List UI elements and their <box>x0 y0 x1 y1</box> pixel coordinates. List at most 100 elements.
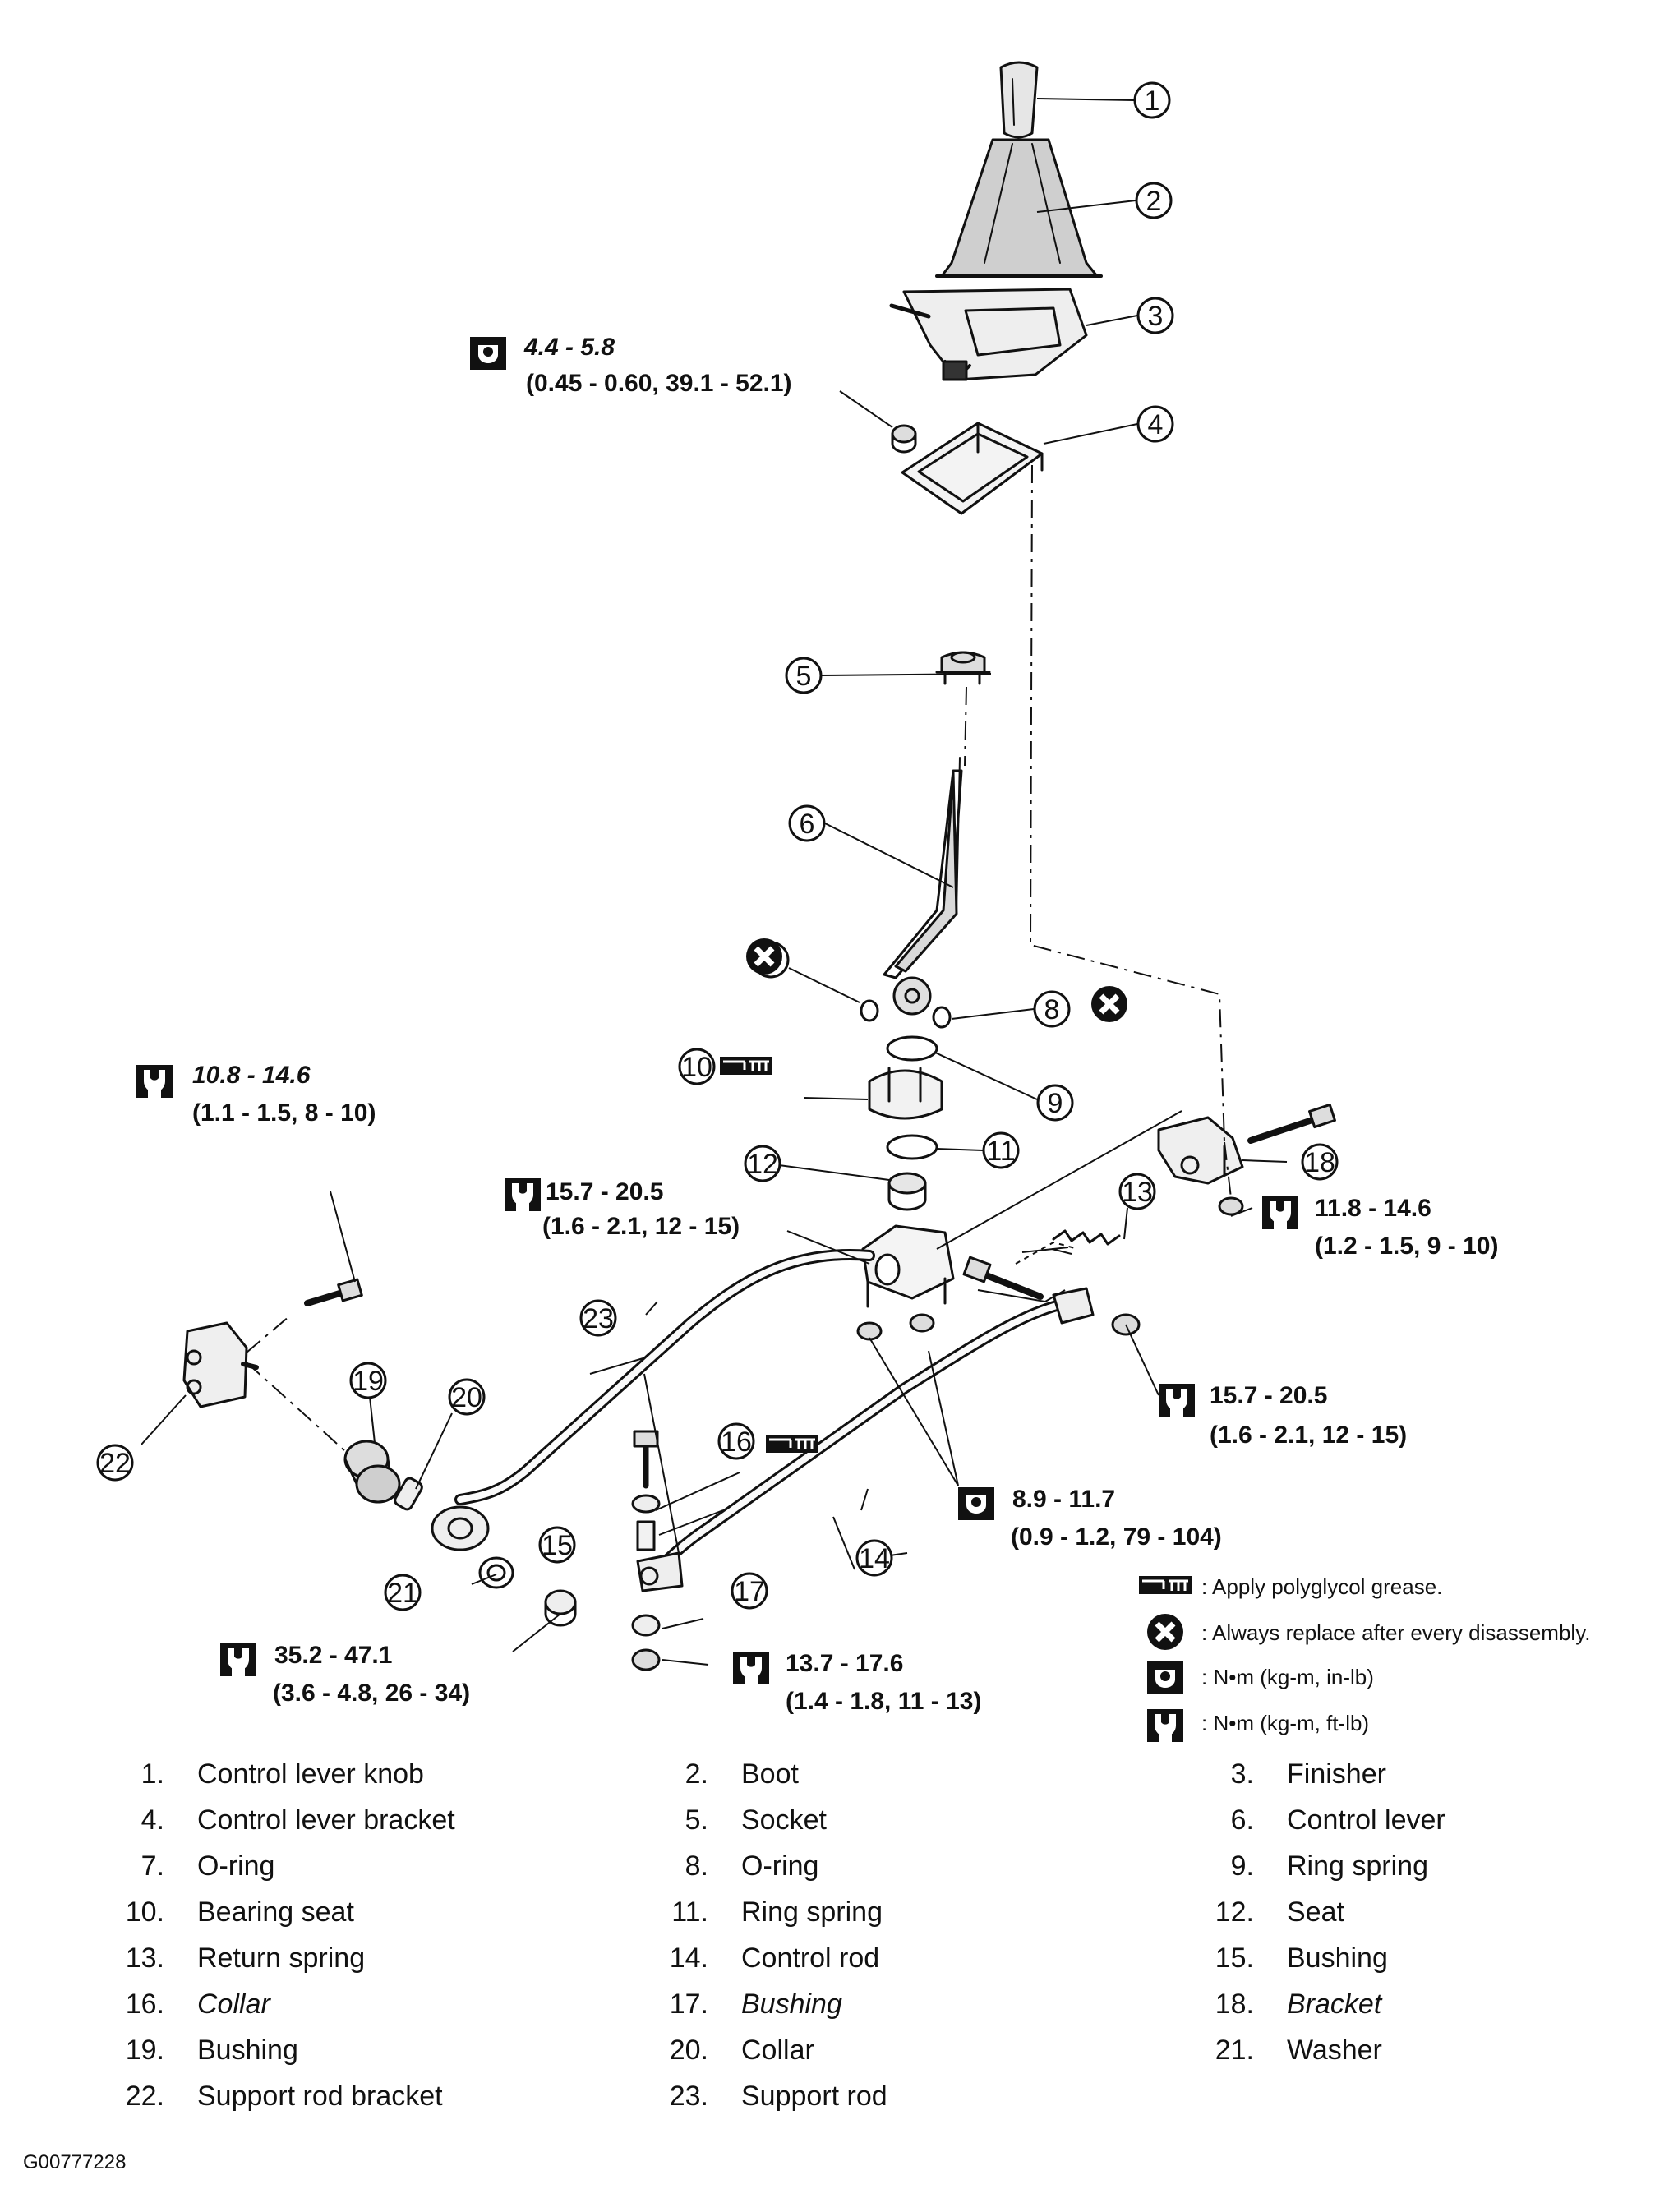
callout-4: 4 <box>1136 405 1174 443</box>
callout-23: 23 <box>579 1299 617 1337</box>
callout-3: 3 <box>1136 297 1174 334</box>
support-rod-nut <box>544 1589 577 1627</box>
callout-number: 14 <box>859 1543 890 1574</box>
callout-number: 10 <box>681 1052 712 1083</box>
bracket-18-bolt <box>1247 1103 1336 1144</box>
callout-number: 16 <box>721 1426 752 1458</box>
callout-18: 18 <box>1301 1143 1339 1181</box>
list-item: 1.Control lever knob <box>141 1758 424 1790</box>
washer <box>478 1556 514 1589</box>
legend-grease-text: : Apply polyglycol grease. <box>1201 1574 1442 1599</box>
callout-15: 15 <box>538 1526 576 1564</box>
callout-12: 12 <box>744 1145 781 1182</box>
callout-circle <box>982 1131 1020 1169</box>
legend-ft-lb-text: : N•m (kg-m, ft-lb) <box>1201 1711 1369 1735</box>
callout-circle <box>1033 990 1071 1028</box>
list-item: 21.Washer <box>1215 2035 1382 2066</box>
symbol-legend: : Apply polyglycol grease. : Always repl… <box>1137 1574 1590 1742</box>
torque-detail: (1.6 - 2.1, 12 - 15) <box>1210 1422 1407 1449</box>
torque-value: 15.7 - 20.5 <box>546 1178 663 1205</box>
support-rod-bracket <box>182 1321 259 1408</box>
callout-circle <box>717 1422 755 1460</box>
callout-circle <box>731 1572 768 1610</box>
list-item: 8.O-ring <box>685 1850 819 1882</box>
callout-number: 5 <box>796 661 812 692</box>
torque-detail: (3.6 - 4.8, 26 - 34) <box>273 1680 470 1707</box>
ring-spring-9 <box>886 1035 938 1062</box>
torque-detail: (0.9 - 1.2, 79 - 104) <box>1011 1523 1222 1551</box>
callout-number: 22 <box>99 1448 131 1479</box>
callout-11: 11 <box>982 1131 1020 1169</box>
callout-circle <box>1136 297 1174 334</box>
list-item: 16.Collar <box>125 1988 270 2020</box>
callout-circle <box>1133 81 1171 119</box>
o-ring-8 <box>932 1006 952 1029</box>
torque-detail: (1.1 - 1.5, 8 - 10) <box>192 1099 376 1127</box>
callout-number: 20 <box>451 1382 482 1413</box>
callout-21: 21 <box>384 1574 422 1611</box>
list-item: 22.Support rod bracket <box>125 2081 443 2112</box>
control-lever <box>883 757 963 1016</box>
list-item: 17.Bushing <box>669 1988 842 2020</box>
return-spring <box>1052 1229 1121 1246</box>
callout-number: 19 <box>353 1366 384 1397</box>
torque-spec-t2: 10.8 - 14.6 (1.1 - 1.5, 8 - 10) <box>136 1062 376 1127</box>
torque-value: 13.7 - 17.6 <box>786 1650 903 1677</box>
callout-17: 17 <box>731 1572 768 1610</box>
list-item: 14.Control rod <box>669 1942 880 1974</box>
torque-detail: (1.2 - 1.5, 9 - 10) <box>1315 1233 1498 1260</box>
callout-circle <box>1118 1173 1156 1210</box>
callout-number: 4 <box>1148 409 1164 440</box>
callout-19: 19 <box>349 1362 387 1399</box>
list-item: 18.Bracket <box>1215 1988 1382 2020</box>
callout-10: 10 <box>678 1048 716 1085</box>
torque-detail: (1.6 - 2.1, 12 - 15) <box>542 1213 740 1240</box>
bracket-nut <box>891 424 917 454</box>
callout-1: 1 <box>1133 81 1171 119</box>
bracket-18-nut <box>1218 1196 1244 1216</box>
callout-20: 20 <box>448 1378 486 1416</box>
callout-circle <box>96 1444 134 1482</box>
callout-5: 5 <box>785 657 823 694</box>
list-item: 2.Boot <box>685 1758 799 1790</box>
list-item: 12.Seat <box>1215 1896 1344 1928</box>
callout-circle <box>785 657 823 694</box>
legend-in-lb-text: : N•m (kg-m, in-lb) <box>1201 1665 1374 1689</box>
callout-circle <box>678 1048 716 1085</box>
callout-circle <box>579 1299 617 1337</box>
callout-number: 3 <box>1148 301 1164 332</box>
replace-x-icon <box>746 938 782 975</box>
callout-22: 22 <box>96 1444 134 1482</box>
callout-number: 21 <box>387 1578 418 1609</box>
list-item: 5.Socket <box>685 1804 827 1836</box>
callout-circle <box>1301 1143 1339 1181</box>
boot <box>935 138 1103 278</box>
callout-circle <box>1136 405 1174 443</box>
socket <box>935 651 991 685</box>
control-lever-knob <box>999 61 1039 139</box>
list-item: 7.O-ring <box>141 1850 275 1882</box>
replace-x-icon <box>1147 1614 1183 1650</box>
control-lever-bracket <box>901 422 1044 515</box>
bearing-seat <box>868 1067 943 1120</box>
bracket-18 <box>1157 1116 1244 1185</box>
list-item: 23.Support rod <box>669 2081 887 2112</box>
list-item: 11.Ring spring <box>671 1896 883 1928</box>
callout-number: 1 <box>1145 85 1160 117</box>
torque-spec-t6: 8.9 - 11.7 (0.9 - 1.2, 79 - 104) <box>958 1486 1222 1551</box>
ring-spring-11 <box>886 1134 938 1160</box>
torque-spec-t7: 35.2 - 47.1 (3.6 - 4.8, 26 - 34) <box>220 1642 470 1707</box>
torque-spec-t4: 11.8 - 14.6 (1.2 - 1.5, 9 - 10) <box>1262 1195 1498 1260</box>
lever-pivot-housing <box>856 1224 955 1341</box>
callout-number: 6 <box>800 809 815 840</box>
support-rod-bracket-bolt <box>304 1278 363 1306</box>
callout-16: 16 <box>717 1422 755 1460</box>
torque-detail: (1.4 - 1.8, 11 - 13) <box>786 1688 981 1715</box>
polyglycol-grease-icon <box>1137 1574 1193 1596</box>
list-item: 6.Control lever <box>1230 1804 1445 1836</box>
bushing-19 <box>343 1440 401 1504</box>
callout-circle <box>1036 1084 1074 1122</box>
callout-6: 6 <box>788 804 826 842</box>
callout-9: 9 <box>1036 1084 1074 1122</box>
callout-circle <box>349 1362 387 1399</box>
